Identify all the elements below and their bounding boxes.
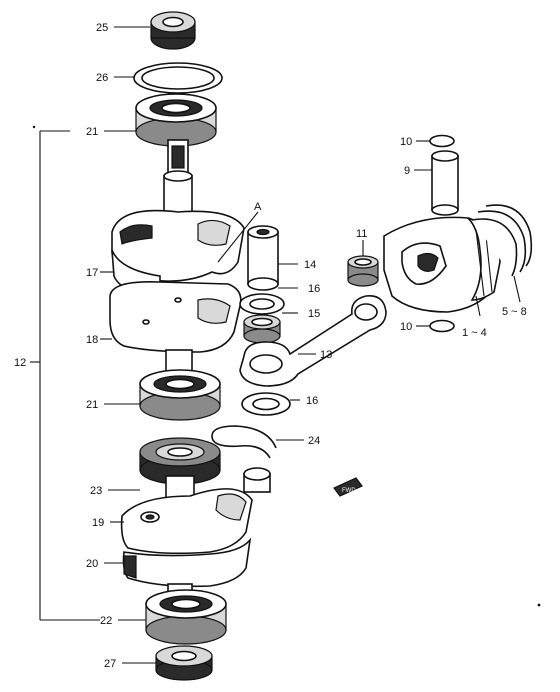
label-14: 14: [304, 259, 316, 271]
oil-seal-top: [150, 11, 196, 50]
label-18: 18: [86, 334, 98, 346]
label-21-top: 21: [86, 126, 98, 138]
ball-bearing-middle: [139, 369, 221, 421]
label-20: 20: [86, 558, 98, 570]
crank-counterweight-lower: [122, 537, 252, 588]
label-27: 27: [104, 658, 116, 670]
scan-speck: [537, 603, 541, 607]
circlip-bottom: [429, 319, 455, 333]
needle-bearing-small-end: [347, 255, 379, 287]
label-21-middle: 21: [86, 399, 98, 411]
label-26: 26: [96, 72, 108, 84]
o-ring-top: [133, 62, 223, 94]
thrust-washer-upper: [239, 293, 285, 315]
label-17: 17: [86, 267, 98, 279]
label-1-4: 1 ~ 4: [462, 327, 487, 339]
label-25: 25: [96, 22, 108, 34]
labyrinth-seal: [139, 437, 221, 485]
label-11: 11: [356, 228, 367, 240]
piston-rings: [471, 204, 533, 277]
label-5-8: 5 ~ 8: [502, 306, 527, 318]
label-23: 23: [90, 485, 102, 497]
label-19: 19: [92, 517, 104, 529]
ball-bearing-lower: [145, 589, 227, 645]
crank-pin-roller: [243, 467, 271, 493]
forward-arrow-icon: FWD: [333, 477, 363, 497]
oil-seal-bottom: [155, 645, 213, 681]
label-15: 15: [308, 308, 320, 320]
label-10-bottom: 10: [400, 321, 412, 333]
connecting-rod: [239, 295, 387, 387]
circlip-top: [429, 134, 455, 148]
snap-ring: [211, 425, 277, 459]
crank-web-upper-lower-half: [109, 280, 242, 353]
label-12: 12: [14, 357, 26, 369]
label-10-top: 10: [400, 136, 412, 148]
leader-lines: [30, 26, 521, 664]
label-9: 9: [404, 165, 410, 177]
crank-pin-upper: [247, 225, 279, 291]
label-24: 24: [308, 435, 320, 447]
reference-letter-a: A: [254, 201, 262, 213]
label-16-bottom: 16: [306, 395, 318, 407]
thrust-washer-lower: [241, 392, 291, 416]
ball-bearing-top: [135, 93, 217, 147]
label-16-top: 16: [308, 283, 320, 295]
forward-marker-text: FWD: [342, 488, 356, 494]
crank-web-lower: [120, 488, 253, 555]
piston-pin: [431, 150, 459, 216]
label-22: 22: [100, 615, 112, 627]
reference-mark-a: A: [217, 201, 262, 263]
scan-speck: [32, 125, 36, 129]
needle-bearing-big-end: [243, 314, 281, 344]
label-13: 13: [320, 349, 332, 361]
